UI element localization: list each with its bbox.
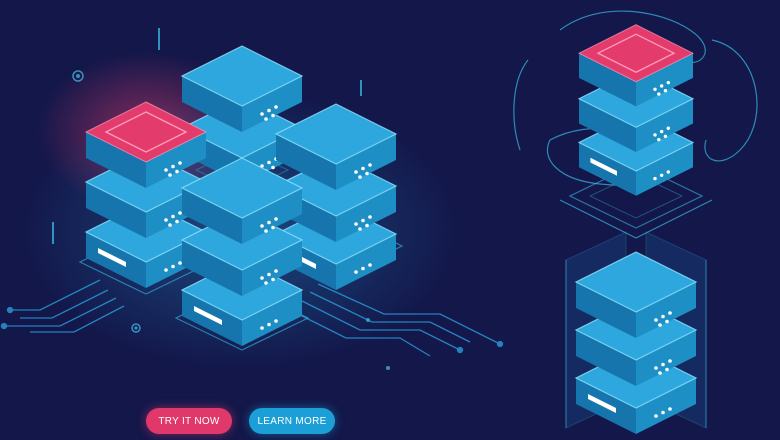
learn-more-button[interactable]: LEARN MORE [249,408,335,434]
server-rack-icon [181,157,303,347]
try-it-now-button[interactable]: TRY IT NOW [146,408,232,434]
server-rack-icon [578,24,694,197]
server-rack-icon [575,251,697,435]
hologram-frame-icon [565,260,707,428]
